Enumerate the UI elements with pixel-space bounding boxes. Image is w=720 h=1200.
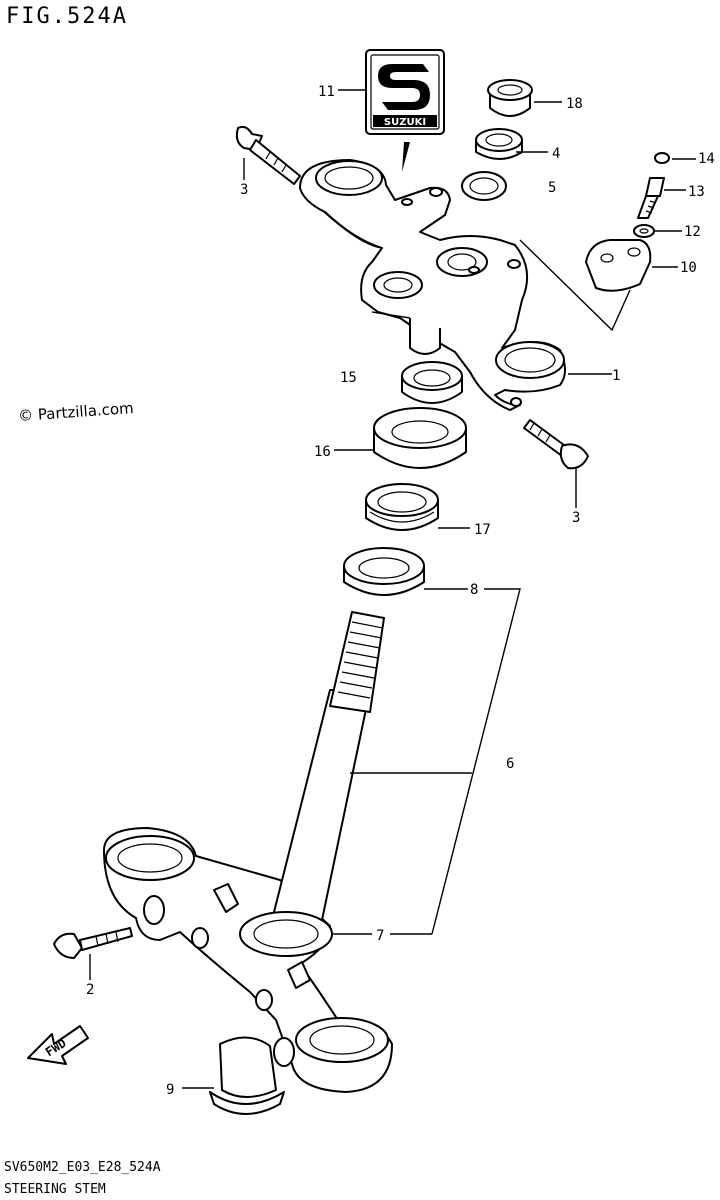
part-9-cap[interactable] <box>209 1036 285 1115</box>
callout-13: 13 <box>688 184 705 200</box>
part-15-nut[interactable] <box>401 361 463 404</box>
leader-lines <box>89 89 696 1089</box>
part-13-bolt[interactable] <box>637 177 665 219</box>
callout-12: 12 <box>684 224 701 240</box>
footer-code: SV650M2_E03_E28_524A <box>4 1160 161 1175</box>
callout-7: 7 <box>376 928 384 944</box>
part-4-washer[interactable] <box>475 128 523 160</box>
callout-16: 16 <box>314 444 331 460</box>
part-3-bolt-upper[interactable] <box>235 125 301 185</box>
callout-3-upper: 3 <box>240 182 248 198</box>
part-7-seal[interactable] <box>239 911 333 957</box>
callout-labels: 11 18 4 5 14 13 12 10 1 3 3 15 16 17 8 6… <box>86 84 715 1098</box>
footer-name: STEERING STEM <box>4 1182 106 1197</box>
callout-17: 17 <box>474 522 491 538</box>
part-18-cap-nut[interactable] <box>487 79 533 117</box>
fwd-arrow: FWD <box>27 1025 89 1065</box>
part-17-bearing[interactable] <box>365 483 439 531</box>
callout-6: 6 <box>506 756 514 772</box>
part-6-steering-stem[interactable] <box>103 611 393 1093</box>
part-2-bolt[interactable] <box>53 927 133 959</box>
part-3-bolt-lower[interactable] <box>523 419 589 470</box>
callout-14: 14 <box>698 151 715 167</box>
callout-1: 1 <box>612 368 620 384</box>
part-8-bearing[interactable] <box>343 547 425 596</box>
callout-3-lower: 3 <box>572 510 580 526</box>
callout-15: 15 <box>340 370 357 386</box>
part-11-emblem[interactable]: SUZUKI <box>365 49 445 172</box>
part-1-upper-bracket[interactable] <box>299 159 566 411</box>
callout-9: 9 <box>166 1082 174 1098</box>
callout-5: 5 <box>548 180 556 196</box>
figure-title: FIG.524A <box>6 4 128 29</box>
part-16-seal[interactable] <box>373 407 467 469</box>
part-10-holder[interactable] <box>585 239 652 292</box>
callout-11: 11 <box>318 84 335 100</box>
callout-4: 4 <box>552 146 560 162</box>
callout-2: 2 <box>86 982 94 998</box>
part-12-washer[interactable] <box>633 224 655 238</box>
callout-18: 18 <box>566 96 583 112</box>
part-5-o-ring[interactable] <box>461 171 507 201</box>
logo-text: SUZUKI <box>384 117 426 128</box>
callout-8: 8 <box>470 582 478 598</box>
callout-10: 10 <box>680 260 697 276</box>
part-14-cap[interactable] <box>654 152 670 164</box>
